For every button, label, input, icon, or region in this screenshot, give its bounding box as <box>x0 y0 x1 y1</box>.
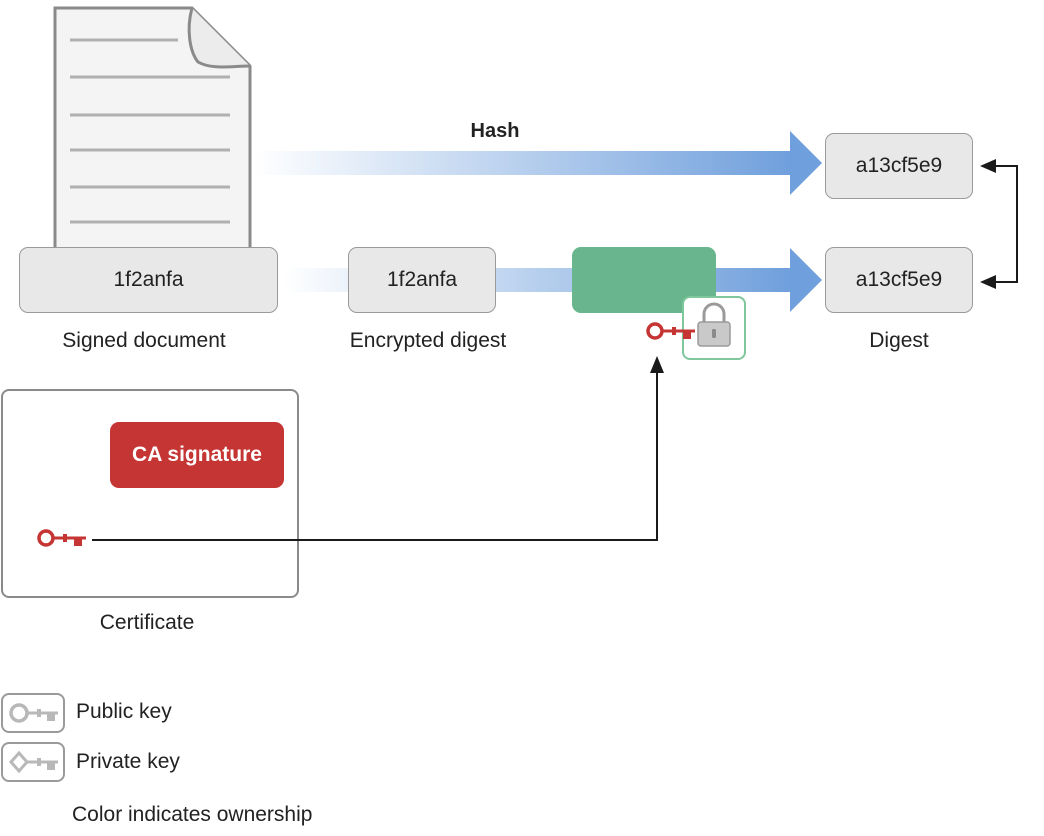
encrypted-digest-value-box: 1f2anfa <box>348 247 496 313</box>
signed-document-caption: Signed document <box>62 329 226 352</box>
private-key-legend-label: Private key <box>76 750 180 773</box>
encrypted-digest-value: 1f2anfa <box>386 268 458 291</box>
public-key-legend-label: Public key <box>76 700 172 723</box>
digest-bottom-value: a13cf5e9 <box>855 268 943 291</box>
signed-document-value: 1f2anfa <box>113 268 184 291</box>
signed-document-value-box: 1f2anfa <box>19 247 278 313</box>
lock-frame <box>682 296 746 360</box>
digest-top-value: a13cf5e9 <box>855 154 943 177</box>
ca-signature-label: CA signature <box>132 443 262 466</box>
hash-label: Hash <box>470 120 520 142</box>
ca-signature-badge: CA signature <box>110 422 284 488</box>
certificate-caption: Certificate <box>99 611 195 634</box>
ownership-note: Color indicates ownership <box>72 803 313 826</box>
hash-arrow <box>255 131 822 195</box>
digest-caption: Digest <box>869 329 929 352</box>
certificate-key-icon <box>37 529 86 547</box>
encrypted-digest-caption: Encrypted digest <box>349 329 507 352</box>
digest-top-value-box: a13cf5e9 <box>825 133 973 199</box>
digest-bottom-value-box: a13cf5e9 <box>825 247 973 313</box>
